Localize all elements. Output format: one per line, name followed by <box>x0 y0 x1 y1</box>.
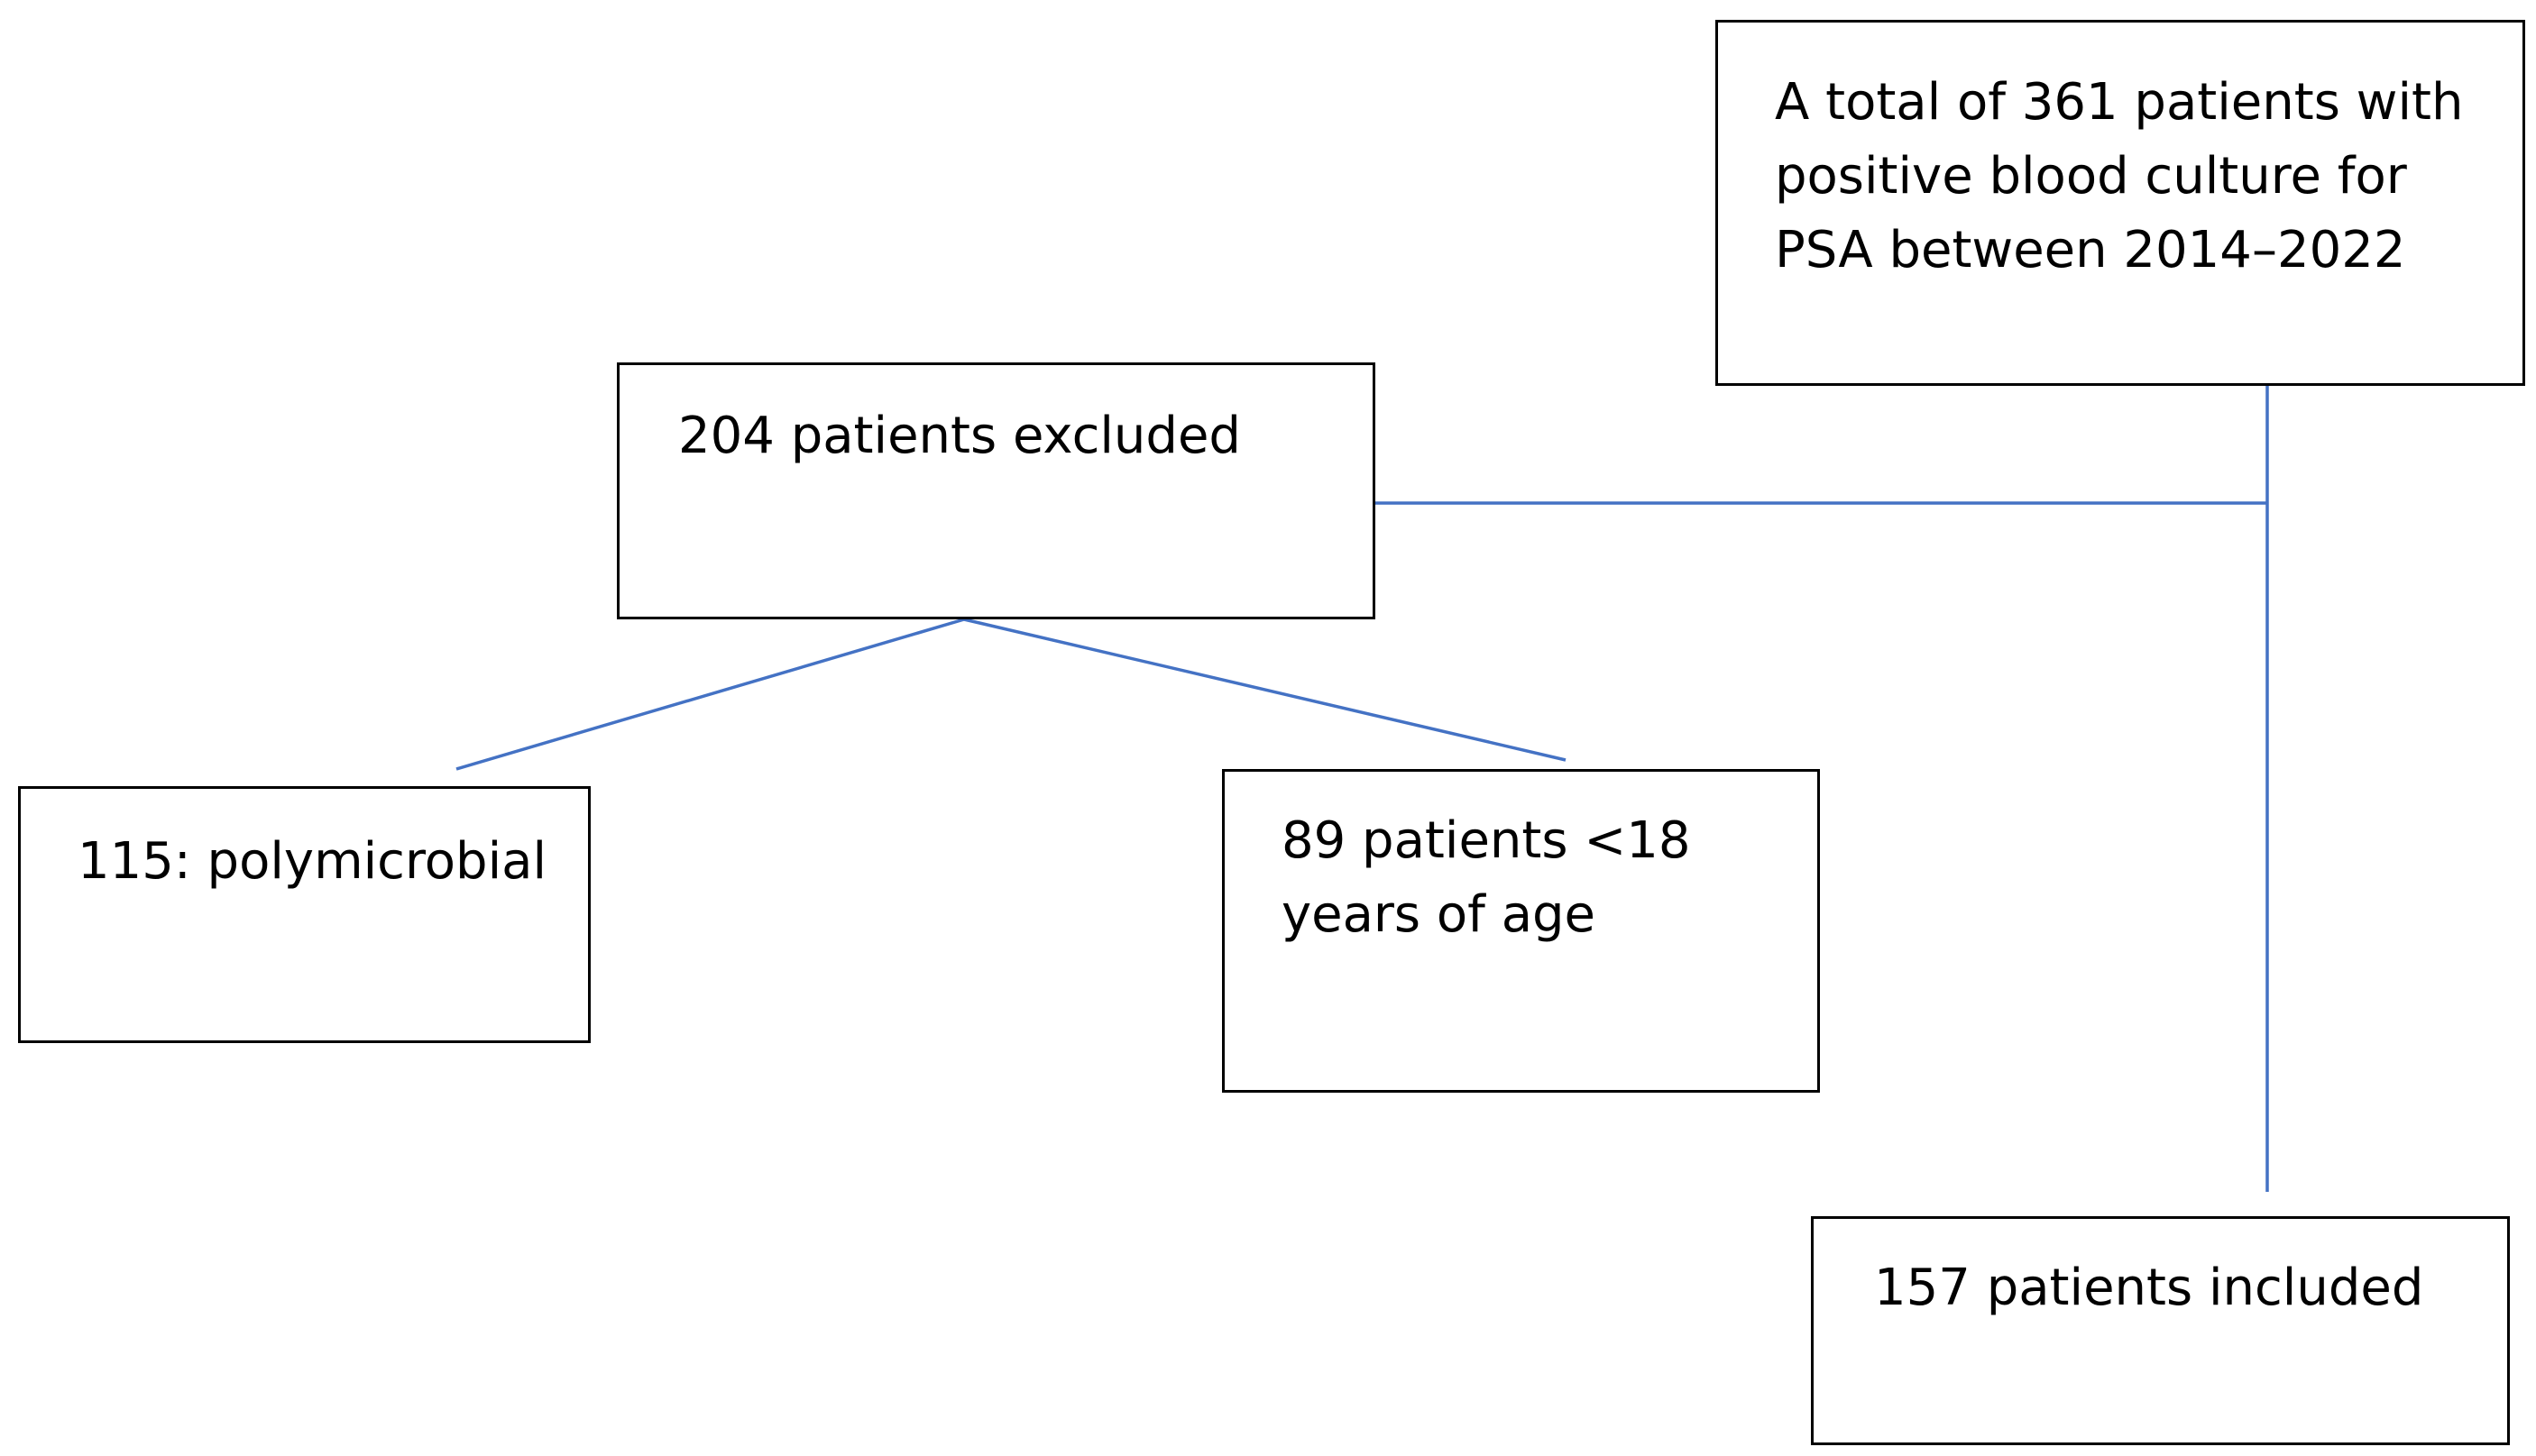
total-patients-box: A total of 361 patients with positive bl… <box>1715 20 2525 386</box>
connector-excluded-to-under-18 <box>963 618 1567 762</box>
polymicrobial-box: 115: polymicrobial <box>18 786 591 1043</box>
included-patients-box: 157 patients included <box>1811 1216 2510 1445</box>
under-18-box: 89 patients <18 years of age <box>1222 769 1820 1093</box>
excluded-patients-box: 204 patients excluded <box>617 362 1375 619</box>
connector-excluded-to-polymicrobial <box>455 618 965 771</box>
